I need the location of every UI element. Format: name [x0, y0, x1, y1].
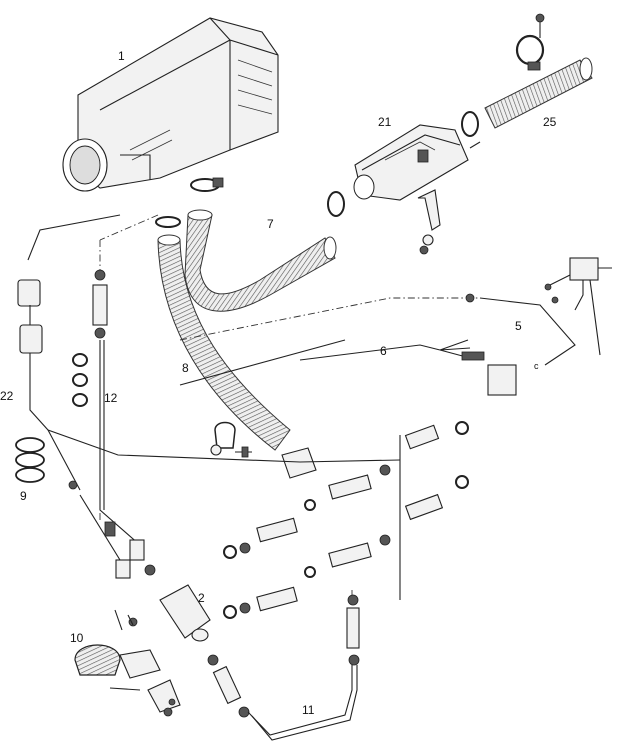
intake-hose: [484, 57, 593, 129]
callout-2: 2: [198, 591, 205, 605]
heater-unit: [62, 17, 279, 192]
fuel-pump: [79, 494, 211, 642]
fuel-line: [207, 594, 360, 741]
intake-silencer: [353, 124, 481, 255]
callout-9: 9: [20, 489, 27, 503]
callout-25: 25: [543, 115, 557, 129]
callout-5: 5: [515, 319, 522, 333]
callout-1: 1: [118, 49, 125, 63]
y-piece-fittings: [223, 421, 469, 619]
hose-clamp: [190, 177, 224, 192]
heat-air-hose: [184, 209, 337, 312]
intake-air-hose: [157, 234, 317, 479]
callout-12: 12: [104, 391, 118, 405]
pump-bracket: [74, 609, 181, 717]
callout-7: 7: [267, 217, 274, 231]
callout-8: 8: [182, 361, 189, 375]
hose-clamp: [515, 34, 545, 71]
callout-6: 6: [380, 344, 387, 358]
pipe-clip: [210, 421, 252, 458]
control-cable: [179, 257, 612, 366]
hose-clamp: [155, 216, 181, 228]
callout-10: 10: [70, 631, 84, 645]
screw: [535, 13, 545, 38]
cable-harness: [17, 214, 401, 491]
callout-labels: 1 2 5 6 7 8 9 10 11 12 21 22 25 c: [0, 49, 557, 717]
hose-clamp: [327, 111, 479, 217]
connector-letter: c: [534, 361, 539, 371]
callout-11: 11: [302, 703, 315, 717]
power-cable: [179, 339, 517, 396]
callout-22: 22: [0, 389, 14, 403]
callout-21: 21: [378, 115, 392, 129]
fuel-line-assembly: [72, 269, 141, 546]
clamp-set: [15, 437, 45, 483]
